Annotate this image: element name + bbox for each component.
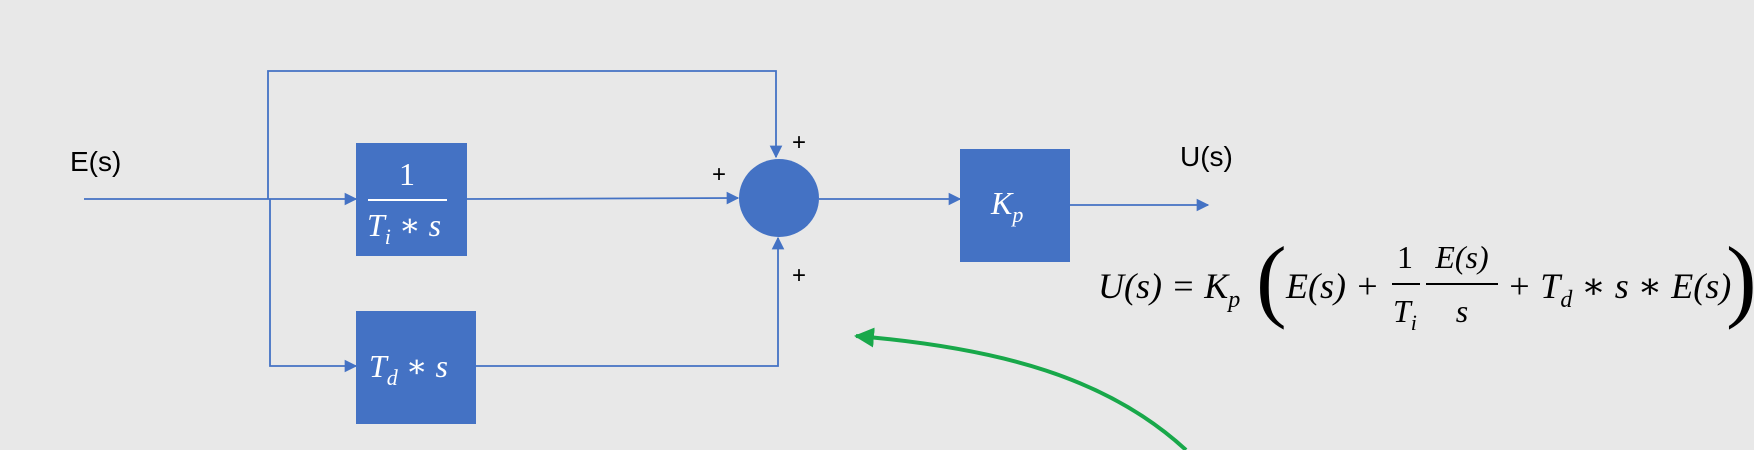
equation-frac2-numerator: E(s) bbox=[1434, 239, 1488, 275]
derivative-block bbox=[356, 311, 476, 424]
summer-sign-bottom: + bbox=[792, 262, 806, 289]
integral-numerator: 1 bbox=[399, 156, 415, 192]
derivative-label: Td ∗ s bbox=[369, 348, 448, 390]
equation-frac1-denominator: Ti bbox=[1393, 293, 1417, 335]
output-signal-label: U(s) bbox=[1180, 141, 1233, 172]
equation-term1: E(s) + bbox=[1285, 266, 1379, 306]
gain-block bbox=[960, 149, 1070, 262]
summer-sign-left: + bbox=[712, 161, 726, 188]
green-pointer-arrow bbox=[854, 327, 1188, 450]
equation-lhs: U(s) = Kp bbox=[1098, 266, 1240, 313]
integral-denominator: Ti ∗ s bbox=[367, 207, 441, 249]
derivative-input-path bbox=[269, 199, 358, 373]
equation-open-paren: ( bbox=[1256, 228, 1287, 330]
gain-label: Kp bbox=[990, 185, 1023, 227]
input-signal-label: E(s) bbox=[70, 146, 121, 177]
summing-junction bbox=[739, 159, 819, 237]
pid-equation: U(s) = Kp ( E(s) + 1 Ti E(s) s + Td ∗ s … bbox=[1098, 228, 1754, 335]
equation-frac1-numerator: 1 bbox=[1397, 239, 1413, 275]
equation-frac2-denominator: s bbox=[1456, 293, 1468, 329]
equation-term3: + Td ∗ s ∗ E(s) bbox=[1507, 266, 1731, 313]
equation-close-paren: ) bbox=[1726, 228, 1754, 330]
proportional-path bbox=[267, 70, 783, 199]
derivative-output-path bbox=[476, 236, 785, 367]
summer-sign-top: + bbox=[792, 129, 806, 156]
integral-output-arrow bbox=[466, 191, 740, 205]
